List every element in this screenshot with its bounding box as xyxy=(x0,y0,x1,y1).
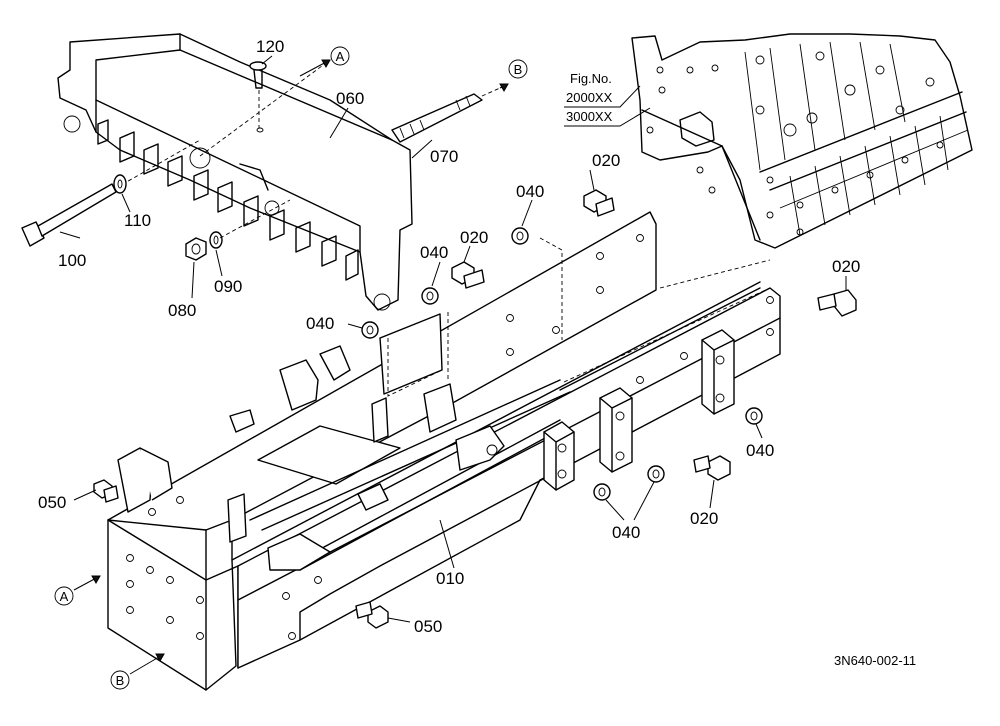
bolt-050-left xyxy=(93,479,119,503)
label-120: 120 xyxy=(256,37,284,56)
bolt-100 xyxy=(21,139,201,247)
label-040-top: 040 xyxy=(516,182,544,201)
callout-b-bottom: B xyxy=(110,653,165,690)
label-040-right: 040 xyxy=(746,441,774,460)
label-010: 010 xyxy=(436,569,464,588)
svg-text:B: B xyxy=(514,62,523,77)
nut-080 xyxy=(185,237,207,261)
bolt-020-right xyxy=(817,289,857,317)
callout-a-top: A xyxy=(330,46,350,66)
front-weight-bracket xyxy=(57,33,413,311)
fig-no-3000: 3000XX xyxy=(566,109,613,124)
label-020-right: 020 xyxy=(832,257,860,276)
label-080: 080 xyxy=(168,301,196,320)
label-070: 070 xyxy=(430,147,458,166)
svg-text:B: B xyxy=(116,673,125,688)
main-frame xyxy=(107,211,781,691)
bolt-020-low xyxy=(693,455,731,481)
part-labels: 120 060 070 110 100 080 090 020 020 040 … xyxy=(38,37,860,636)
washer-110 xyxy=(113,174,127,194)
label-090: 090 xyxy=(214,277,242,296)
label-040-left: 040 xyxy=(306,314,334,333)
bolt-020-top xyxy=(583,189,615,217)
label-020-mid: 020 xyxy=(460,228,488,247)
label-050-bottom: 050 xyxy=(414,617,442,636)
bolt-020-mid xyxy=(451,261,485,289)
svg-text:A: A xyxy=(60,589,69,604)
label-020-low: 020 xyxy=(690,509,718,528)
leader-lines xyxy=(59,55,847,623)
svg-text:A: A xyxy=(336,49,345,64)
drawing-code: 3N640-002-11 xyxy=(834,653,916,668)
label-040-mid: 040 xyxy=(420,243,448,262)
label-050-left: 050 xyxy=(38,493,66,512)
nuts-040 xyxy=(361,227,763,501)
label-110: 110 xyxy=(124,211,151,230)
label-040-low: 040 xyxy=(612,523,640,542)
fig-no-2000: 2000XX xyxy=(566,90,613,105)
callout-a-bottom: A xyxy=(54,575,101,606)
washer-090 xyxy=(209,231,223,249)
callout-b-top: B xyxy=(508,59,528,79)
label-100: 100 xyxy=(58,251,86,270)
stud-bolt-070 xyxy=(391,83,509,143)
engine-block xyxy=(631,33,973,249)
bolt-050-bottom xyxy=(355,601,389,629)
fig-no-label: Fig.No. xyxy=(570,71,612,86)
label-020-top: 020 xyxy=(592,151,620,170)
figure-reference: Fig.No. 2000XX 3000XX xyxy=(564,71,651,127)
label-060: 060 xyxy=(336,89,364,108)
